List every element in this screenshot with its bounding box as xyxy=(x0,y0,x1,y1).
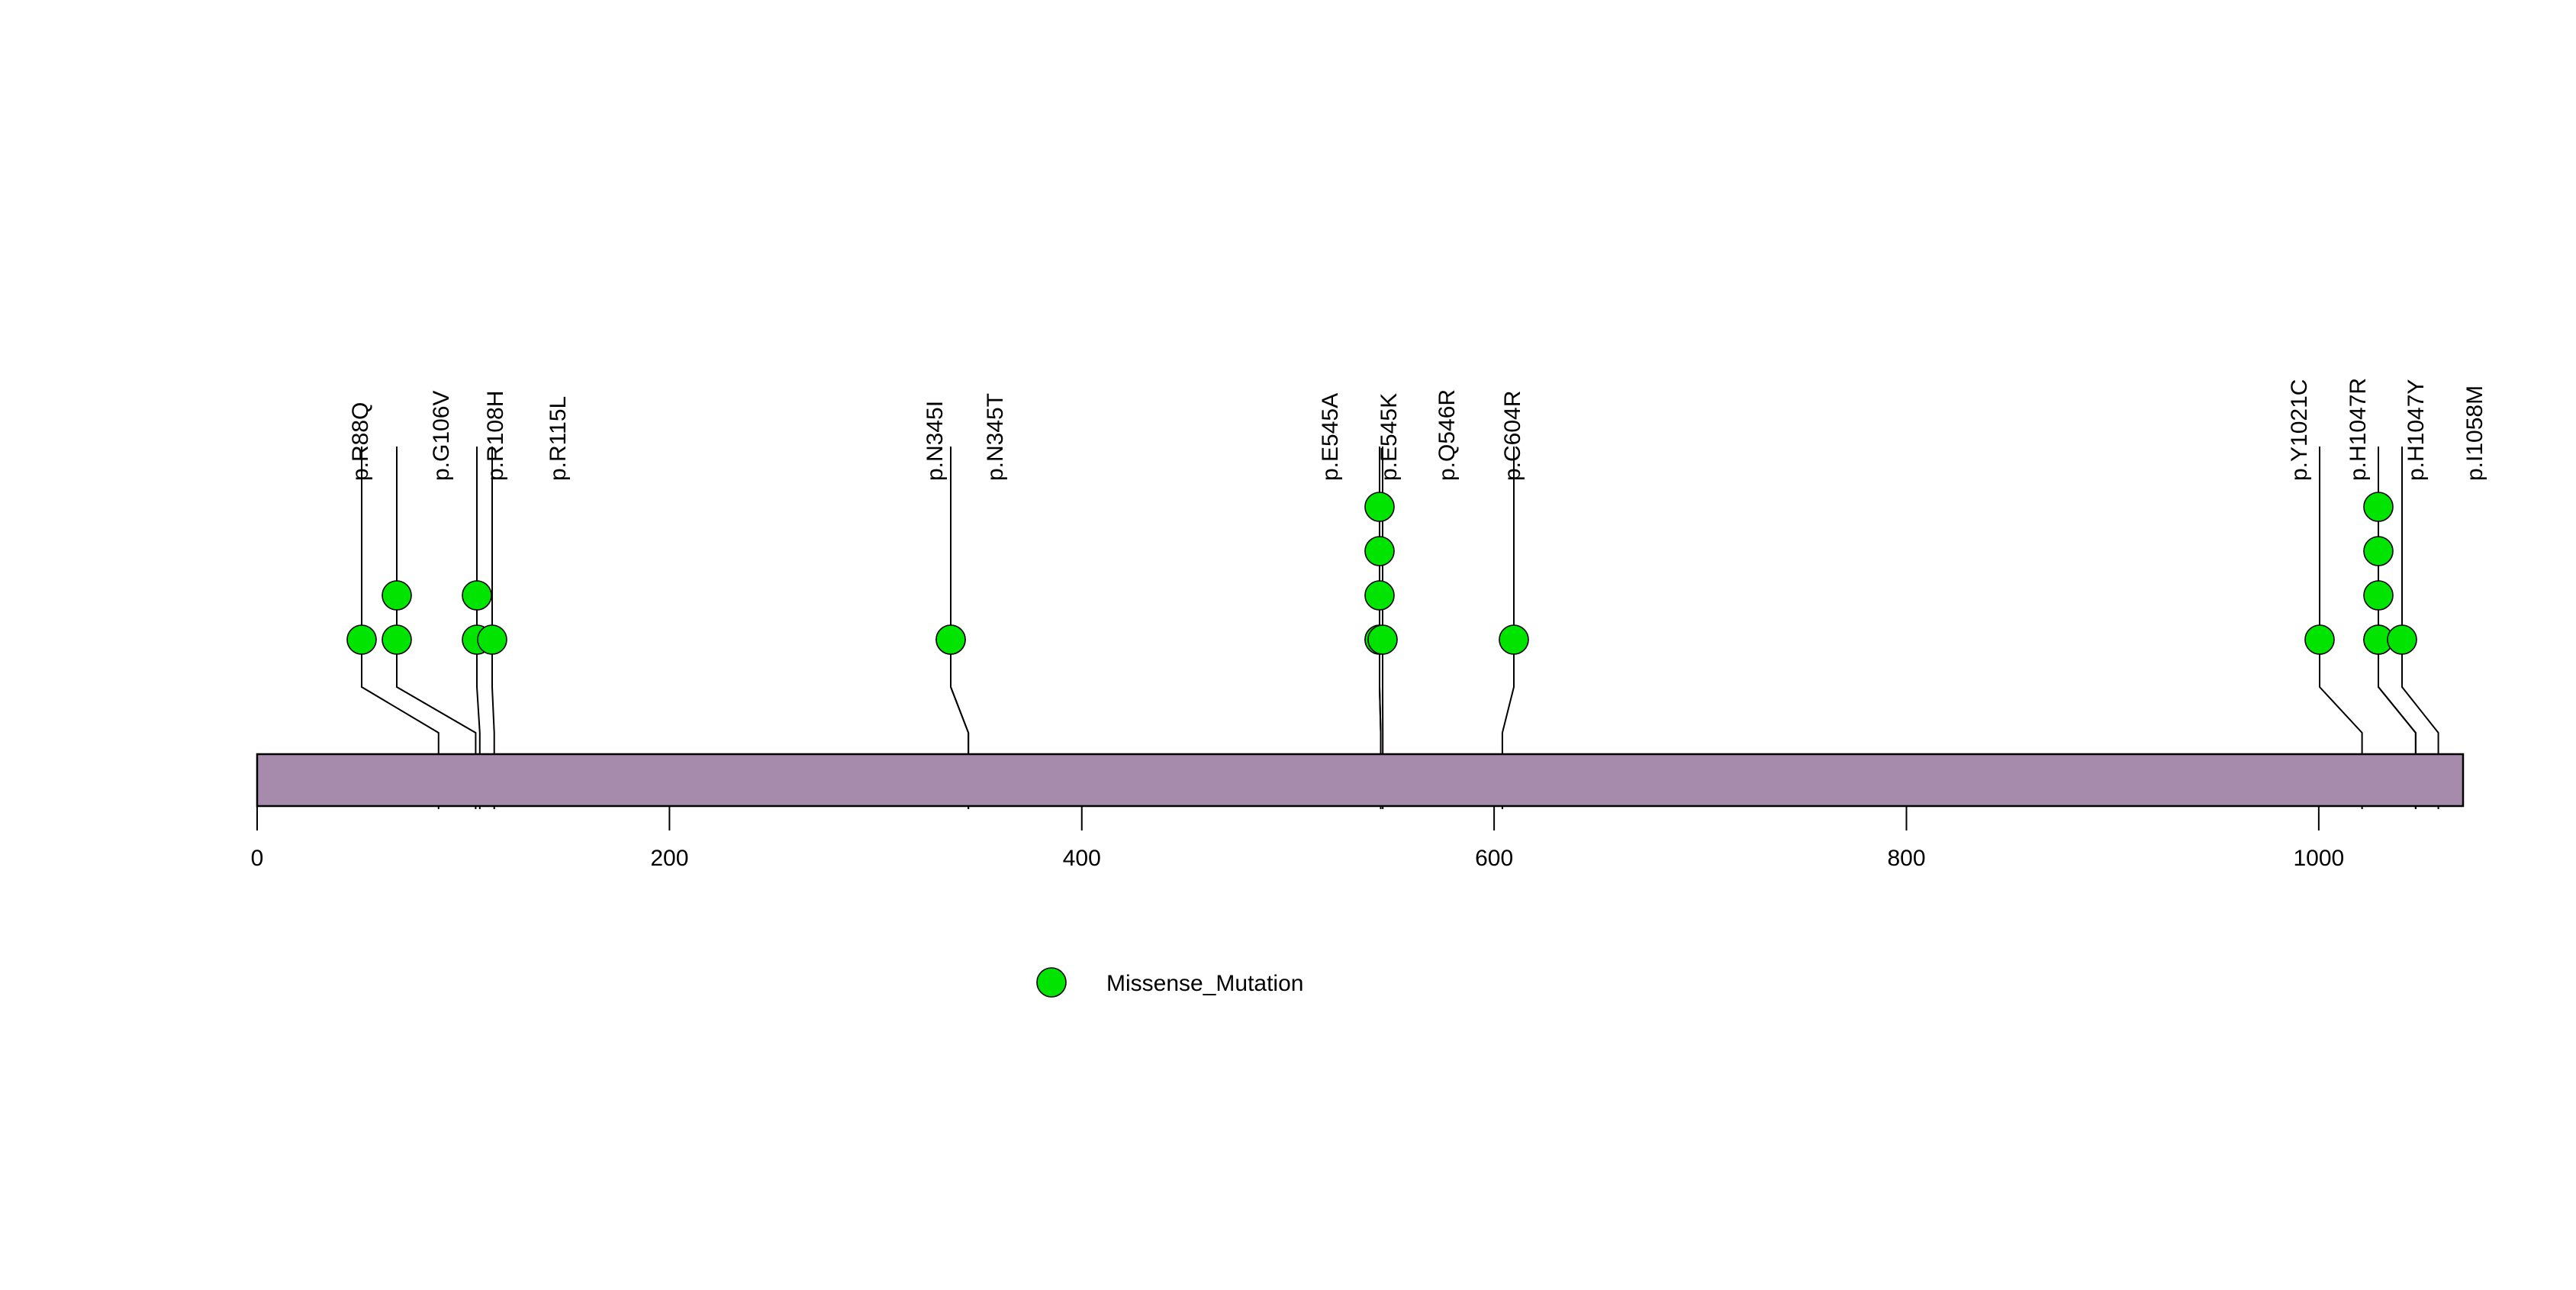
mutation-marker[interactable] xyxy=(346,624,377,655)
mutation-label: p.E545A xyxy=(1318,393,1343,481)
mutation-marker[interactable] xyxy=(2387,624,2417,655)
axis-tick-label: 400 xyxy=(1063,846,1101,871)
axis-tick-label: 1000 xyxy=(2293,846,2344,871)
mutation-marker[interactable] xyxy=(382,580,412,611)
axis-tick-label: 600 xyxy=(1475,846,1513,871)
mutation-marker[interactable] xyxy=(2363,536,2394,566)
mutation-marker[interactable] xyxy=(1499,624,1529,655)
mutation-marker[interactable] xyxy=(477,624,507,655)
mutation-label: p.E545K xyxy=(1377,393,1402,481)
mutation-marker[interactable] xyxy=(935,624,966,655)
mutation-labels-layer: p.R88Q p.G106V p.R108H p.R115L p.N345I p.N345… xyxy=(348,378,2487,481)
mutation-marker[interactable] xyxy=(382,624,412,655)
mutation-label: p.R108H xyxy=(483,391,508,481)
legend-swatch-icon xyxy=(1036,967,1067,998)
mutation-marker[interactable] xyxy=(1364,580,1395,611)
mutation-marker[interactable] xyxy=(2304,624,2335,655)
mutation-label: p.R88Q xyxy=(348,402,373,481)
mutation-label: p.I1058M xyxy=(2462,385,2487,481)
mutation-marker[interactable] xyxy=(2363,492,2394,522)
mutation-marker[interactable] xyxy=(1364,536,1395,566)
axis-tick-label: 200 xyxy=(650,846,688,871)
legend-layer: Missense_Mutation xyxy=(1036,967,1303,998)
mutation-label: p.R115L xyxy=(546,396,571,481)
mutation-label: p.N345I xyxy=(923,401,948,481)
mutation-label: p.Q546R xyxy=(1435,389,1460,481)
protein-bar-layer xyxy=(256,753,2465,808)
axis-tick-label: 800 xyxy=(1887,846,1925,871)
mutation-label: p.Y1021C xyxy=(2287,379,2312,481)
lollipop-circles-layer xyxy=(346,492,2417,655)
mutation-label: p.N345T xyxy=(983,393,1008,481)
mutation-label: p.H1047Y xyxy=(2404,379,2429,481)
mutation-marker[interactable] xyxy=(462,580,492,611)
mutation-label: p.H1047R xyxy=(2346,378,2371,481)
legend-label: Missense_Mutation xyxy=(1106,971,1303,996)
mutation-marker[interactable] xyxy=(1367,624,1398,655)
mutation-label: p.C604R xyxy=(1500,391,1525,481)
protein-bar xyxy=(256,753,2465,808)
mutation-label: p.G106V xyxy=(429,391,454,481)
mutation-marker[interactable] xyxy=(2363,580,2394,611)
axis-tick-label: 0 xyxy=(251,846,264,871)
x-axis-layer: 0 200 400 600 800 1000 xyxy=(251,806,2344,871)
mutation-marker[interactable] xyxy=(1364,492,1395,522)
